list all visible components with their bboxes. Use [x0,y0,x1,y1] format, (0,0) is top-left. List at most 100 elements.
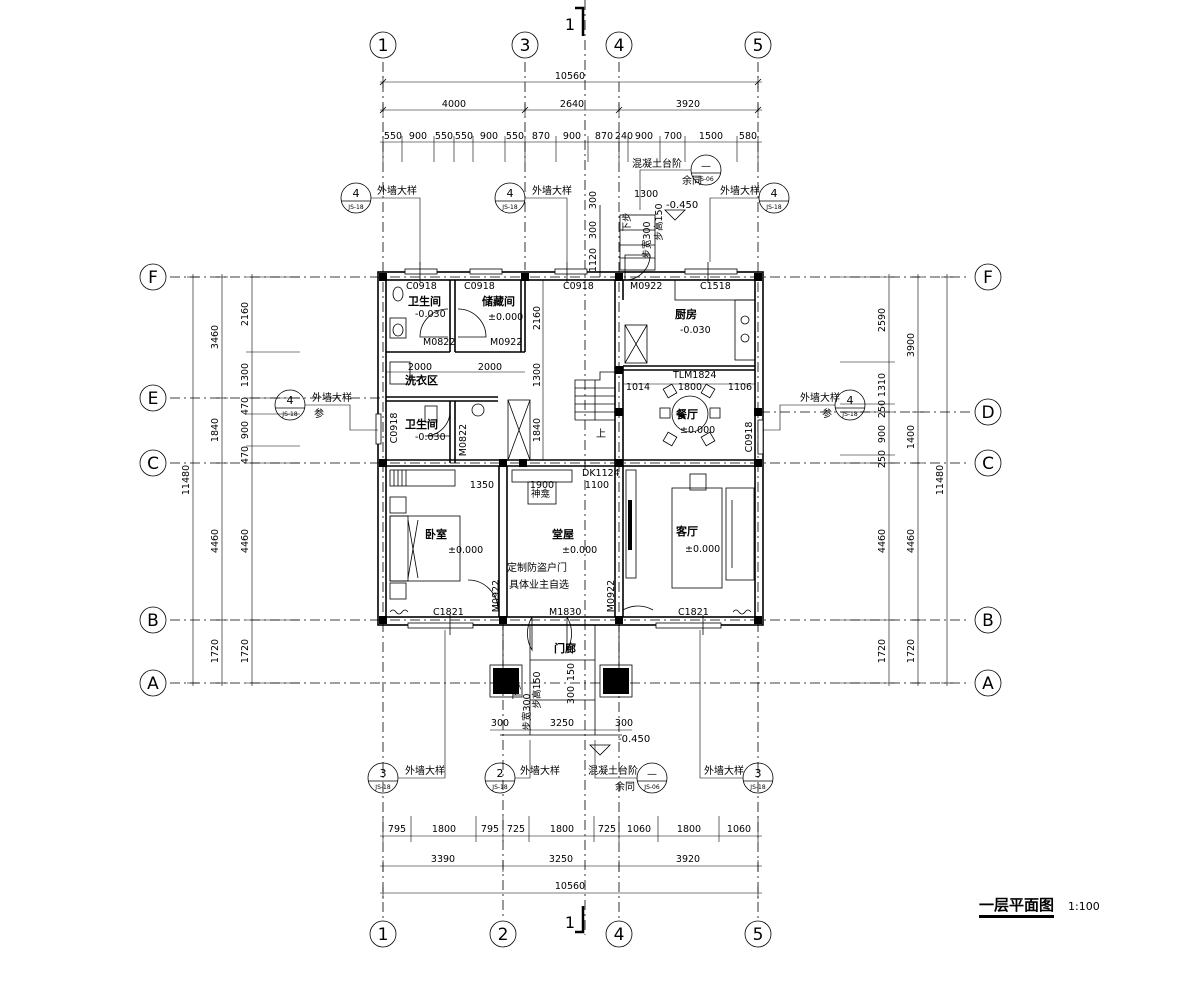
dim: 3920 [676,99,700,110]
axis-label: D [981,403,994,423]
dim: 1300 [240,363,251,387]
axis-label: B [982,611,994,631]
axis-label: C [147,454,159,474]
dim: 240 [615,131,633,142]
dim: 550 [455,131,473,142]
detail-bubbles: 4 JS-18 4 JS-18 4 JS-18 — JS-06 4 JS-18 … [274,154,866,794]
axis-label: A [147,674,159,694]
room-name: 厨房 [675,307,697,321]
dim: 700 [664,131,682,142]
misc-dims: 1014 1800 1106 2000 2000 2160 1300 1840 … [386,189,755,731]
windows [375,262,764,635]
room-name: 储藏间 [482,294,515,308]
dim: 1720 [877,639,888,663]
svg-text:1120: 1120 [588,248,599,272]
dim: 3460 [210,325,221,349]
dim: 3250 [549,854,573,865]
svg-text:JS-06: JS-06 [697,176,714,183]
svg-text:外墙大样: 外墙大样 [800,391,840,404]
svg-text:定制防盗户门: 定制防盗户门 [507,561,567,574]
svg-text:—: — [647,769,657,780]
dim: 900 [240,421,251,439]
svg-text:JS-18: JS-18 [501,204,518,211]
svg-text:M0922: M0922 [606,580,617,612]
room-name: 门廊 [554,641,576,655]
axis-label: 2 [498,925,509,945]
dim: 1060 [627,824,651,835]
columns [379,273,762,694]
svg-text:C0918: C0918 [464,281,495,292]
svg-text:1800: 1800 [678,382,702,393]
svg-text:3: 3 [755,767,762,780]
dim: 4460 [906,529,917,553]
svg-text:余同: 余同 [615,780,635,793]
svg-text:JS-18: JS-18 [765,204,782,211]
svg-text:1840: 1840 [532,418,543,442]
svg-text:300: 300 [588,191,599,209]
svg-text:4: 4 [507,187,514,200]
dim: 4460 [877,529,888,553]
svg-text:1900: 1900 [530,480,554,491]
svg-text:3: 3 [380,767,387,780]
room-level: -0.030 [415,309,446,320]
svg-text:JS-18: JS-18 [841,411,858,418]
room-level: -0.030 [680,325,711,336]
svg-text:1300: 1300 [532,363,543,387]
dim: 725 [507,824,525,835]
dim: 900 [635,131,653,142]
dim: 1310 [877,373,888,397]
axis-label: F [148,268,158,288]
dim: 470 [240,397,251,415]
svg-text:步宽300: 步宽300 [521,693,533,730]
svg-text:DK1124: DK1124 [582,468,620,479]
svg-text:JS-18: JS-18 [491,784,508,791]
dims-left: 11480 3460 1840 4460 1720 2160 1300 470 … [181,274,300,686]
axis-label: 5 [753,925,764,945]
dim: 550 [506,131,524,142]
stairs: 上 [574,371,615,440]
svg-text:1014: 1014 [626,382,650,393]
svg-text:TLM1824: TLM1824 [672,370,716,381]
svg-text:外墙大样: 外墙大样 [520,764,560,777]
dim: 1720 [906,639,917,663]
svg-text:3250: 3250 [550,718,574,729]
svg-text:150: 150 [566,663,577,681]
svg-text:-0.450: -0.450 [666,200,698,211]
dim: 2590 [877,308,888,332]
dim: 11480 [935,465,946,495]
svg-text:M0922: M0922 [490,337,522,348]
svg-text:JS-18: JS-18 [281,411,298,418]
axis-bubbles-left: F E C B A [139,263,167,697]
dim: 870 [532,131,550,142]
dim: 550 [435,131,453,142]
dim: 795 [481,824,499,835]
dims-bottom: 795 1800 795 725 1800 725 1060 1800 1060… [380,816,762,899]
dim: 1800 [677,824,701,835]
dim: 1500 [699,131,723,142]
dim: 1840 [210,418,221,442]
dim: 1800 [550,824,574,835]
svg-text:JS-18: JS-18 [749,784,766,791]
axis-label: 1 [378,36,389,56]
svg-text:2000: 2000 [408,362,432,373]
svg-text:外墙大样: 外墙大样 [532,184,572,197]
dim: 900 [563,131,581,142]
dim: 2160 [240,302,251,326]
svg-text:下步: 下步 [512,680,523,699]
svg-text:C1821: C1821 [678,607,709,618]
dim: 1800 [432,824,456,835]
svg-text:2160: 2160 [532,306,543,330]
svg-text:4: 4 [287,394,294,407]
svg-text:混凝土台阶: 混凝土台阶 [632,157,682,170]
svg-text:外墙大样: 外墙大样 [720,184,760,197]
dim: 4460 [240,529,251,553]
room-level: -0.030 [415,432,446,443]
axis-bubbles-right: F D C B A [974,263,1002,697]
svg-text:C0918: C0918 [744,422,755,453]
svg-text:—: — [701,161,711,172]
dim: 900 [877,425,888,443]
doors [419,254,654,652]
room-name: 堂屋 [552,527,574,541]
svg-text:1300: 1300 [634,189,658,200]
dim: 550 [384,131,402,142]
